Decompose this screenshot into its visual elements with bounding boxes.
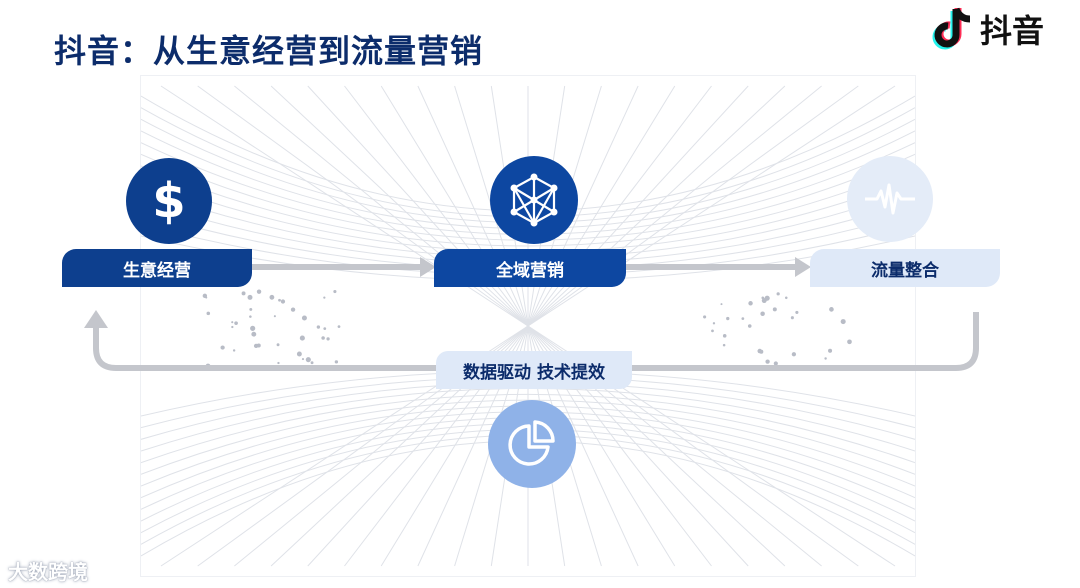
network-circle — [490, 156, 578, 244]
arrow-head-up — [84, 310, 108, 328]
wave-circle — [847, 156, 933, 242]
dollar-circle: $ — [126, 158, 212, 244]
network-icon — [510, 173, 558, 227]
node-label-quan: 全域营销 — [434, 249, 626, 287]
page-title: 抖音：从生意经营到流量营销 — [54, 32, 484, 70]
feedback-label: 数据驱动 技术提效 — [436, 351, 632, 389]
pie-circle — [488, 400, 576, 488]
pulse-wave-icon — [865, 183, 915, 215]
dollar-icon: $ — [152, 173, 186, 229]
feedback-line-left — [93, 326, 436, 371]
arrow-head-liu — [795, 257, 811, 277]
arrow-head-quan — [420, 257, 436, 277]
watermark-text: 大数跨境 — [8, 560, 88, 584]
node-label-sheng: 生意经营 — [62, 249, 252, 287]
pie-chart-icon — [508, 420, 555, 466]
brand-logo: 抖音 — [928, 0, 1058, 58]
tiktok-note-icon — [932, 7, 971, 50]
brand-logo-text: 抖音 — [980, 12, 1045, 50]
node-label-liu: 流量整合 — [810, 249, 1000, 287]
feedback-line-right — [632, 312, 979, 371]
